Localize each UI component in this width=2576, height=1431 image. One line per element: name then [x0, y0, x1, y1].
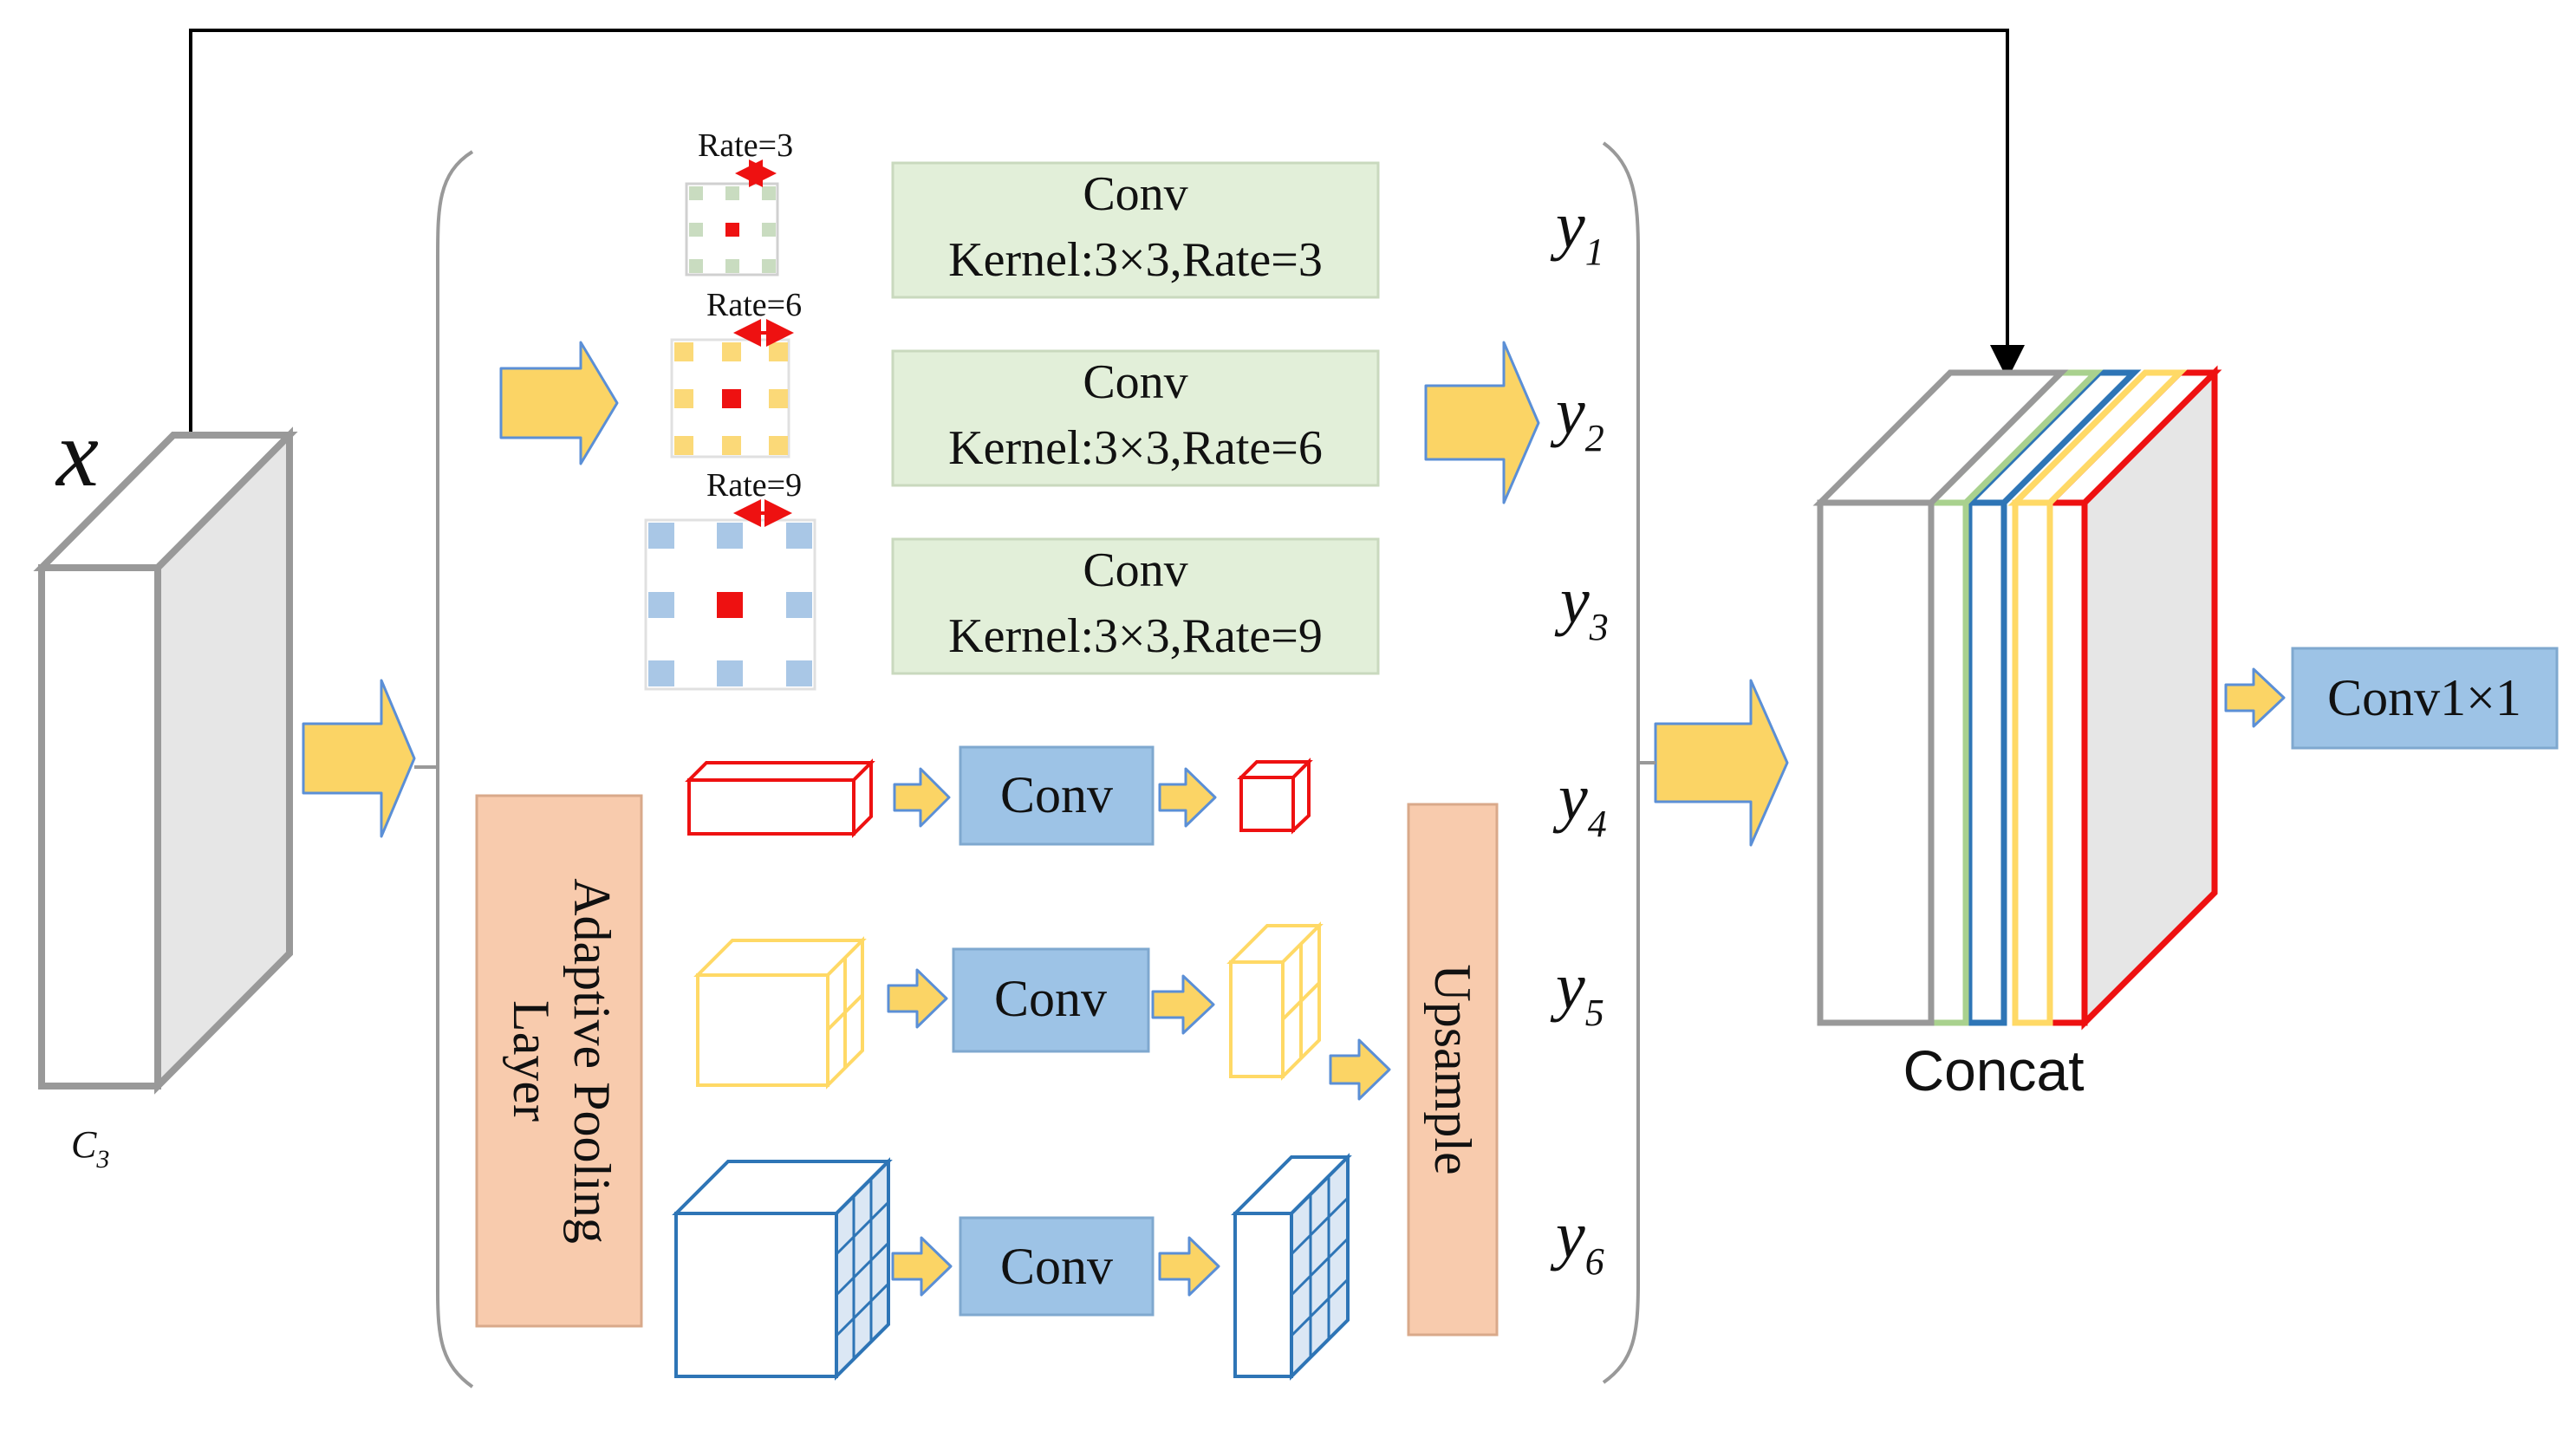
module-to-concat-arrow — [1654, 679, 1789, 847]
concat-green-front — [1928, 499, 1969, 1026]
pool-branch2-in-arrow — [887, 968, 948, 1029]
dilated-conv-box-2 — [891, 349, 1380, 487]
dilated-conv-box-3 — [891, 537, 1380, 675]
concat-red-front — [2046, 499, 2088, 1026]
pool-branch3-in-arrow — [891, 1236, 953, 1297]
dilated-conv-1-desc: Kernel:3×3,Rate=3 — [948, 233, 1323, 287]
input-map-front-face — [38, 564, 161, 1090]
rate9-label: Rate=9 — [706, 467, 802, 504]
dilated-kernel-rate6 — [670, 338, 790, 459]
pool-branch3-conv-label: Conv — [1000, 1238, 1113, 1295]
concat-gray-front — [1817, 499, 1935, 1026]
rate6-label: Rate=6 — [706, 287, 802, 323]
pool-branch1-out-arrow — [1158, 767, 1217, 828]
dilated-conv-3-desc: Kernel:3×3,Rate=9 — [948, 609, 1323, 663]
pool-branch3-conv-box — [959, 1216, 1155, 1317]
skip-connection-line — [189, 29, 2025, 442]
dilated-conv-2-title: Conv — [1083, 355, 1187, 409]
concat-to-final-conv-arrow — [2224, 667, 2286, 728]
input-symbol: x — [55, 400, 99, 506]
concat-blue-front — [1966, 499, 2007, 1026]
module-right-parenthesis — [1602, 141, 1640, 1384]
pool-branch2-conv-label: Conv — [994, 970, 1107, 1027]
concat-yellow-front — [2012, 499, 2053, 1026]
pool-branch1-conv-box — [959, 745, 1155, 846]
output-label-y3: y3 — [1554, 564, 1609, 648]
output-label-y5: y5 — [1550, 950, 1604, 1034]
pool-branch3-out-arrow — [1158, 1236, 1220, 1297]
pool-branch3-input-block — [672, 1157, 893, 1381]
pool-branch3-output-block — [1231, 1153, 1352, 1381]
input-feature-map — [33, 426, 298, 1095]
upsample-label: Upsample — [1424, 964, 1481, 1174]
final-conv-box — [2291, 647, 2559, 750]
dilated-conv-2-desc: Kernel:3×3,Rate=6 — [948, 421, 1323, 475]
module-left-parenthesis — [436, 150, 474, 1389]
output-label-y1: y1 — [1550, 189, 1604, 273]
dilated-conv-3-title: Conv — [1083, 543, 1187, 597]
out-of-dilated-branches-arrow — [1424, 341, 1540, 504]
input-to-module-arrow — [302, 679, 416, 838]
final-conv-label: Conv1×1 — [2327, 669, 2521, 726]
into-dilated-branches-arrow — [499, 341, 619, 465]
adaptive-pooling-label-line1: Adaptive Pooling — [563, 878, 621, 1244]
upsample-box — [1407, 803, 1499, 1337]
pool-branch2-out-arrow — [1151, 974, 1215, 1035]
dilated-kernel-rate9 — [644, 518, 816, 691]
adaptive-pooling-layer-box — [475, 794, 643, 1328]
to-upsample-arrow — [1329, 1038, 1391, 1101]
pool-branch1-input-block — [685, 758, 875, 838]
concat-feature-stack — [1812, 365, 2222, 1031]
dilated-conv-box-1 — [891, 161, 1380, 299]
dilated-conv-1-title: Conv — [1083, 167, 1187, 221]
adaptive-pooling-label-line2: Layer — [503, 1000, 560, 1122]
pool-branch1-output-block — [1237, 758, 1313, 835]
input-channel-label: C3 — [71, 1123, 109, 1174]
pool-branch1-in-arrow — [893, 767, 951, 828]
pool-branch1-conv-label: Conv — [1000, 766, 1113, 823]
output-label-y2: y2 — [1550, 375, 1604, 459]
output-label-y6: y6 — [1550, 1199, 1604, 1283]
concat-label: Concat — [1903, 1038, 2084, 1103]
rate3-label: Rate=3 — [698, 127, 793, 164]
pool-branch2-input-block — [693, 936, 867, 1090]
pool-branch2-conv-box — [952, 947, 1150, 1053]
pool-branch2-output-block — [1226, 921, 1324, 1081]
output-label-y4: y4 — [1552, 761, 1607, 845]
block-arrows — [302, 341, 2286, 1297]
dilated-kernel-rate3 — [685, 182, 779, 276]
